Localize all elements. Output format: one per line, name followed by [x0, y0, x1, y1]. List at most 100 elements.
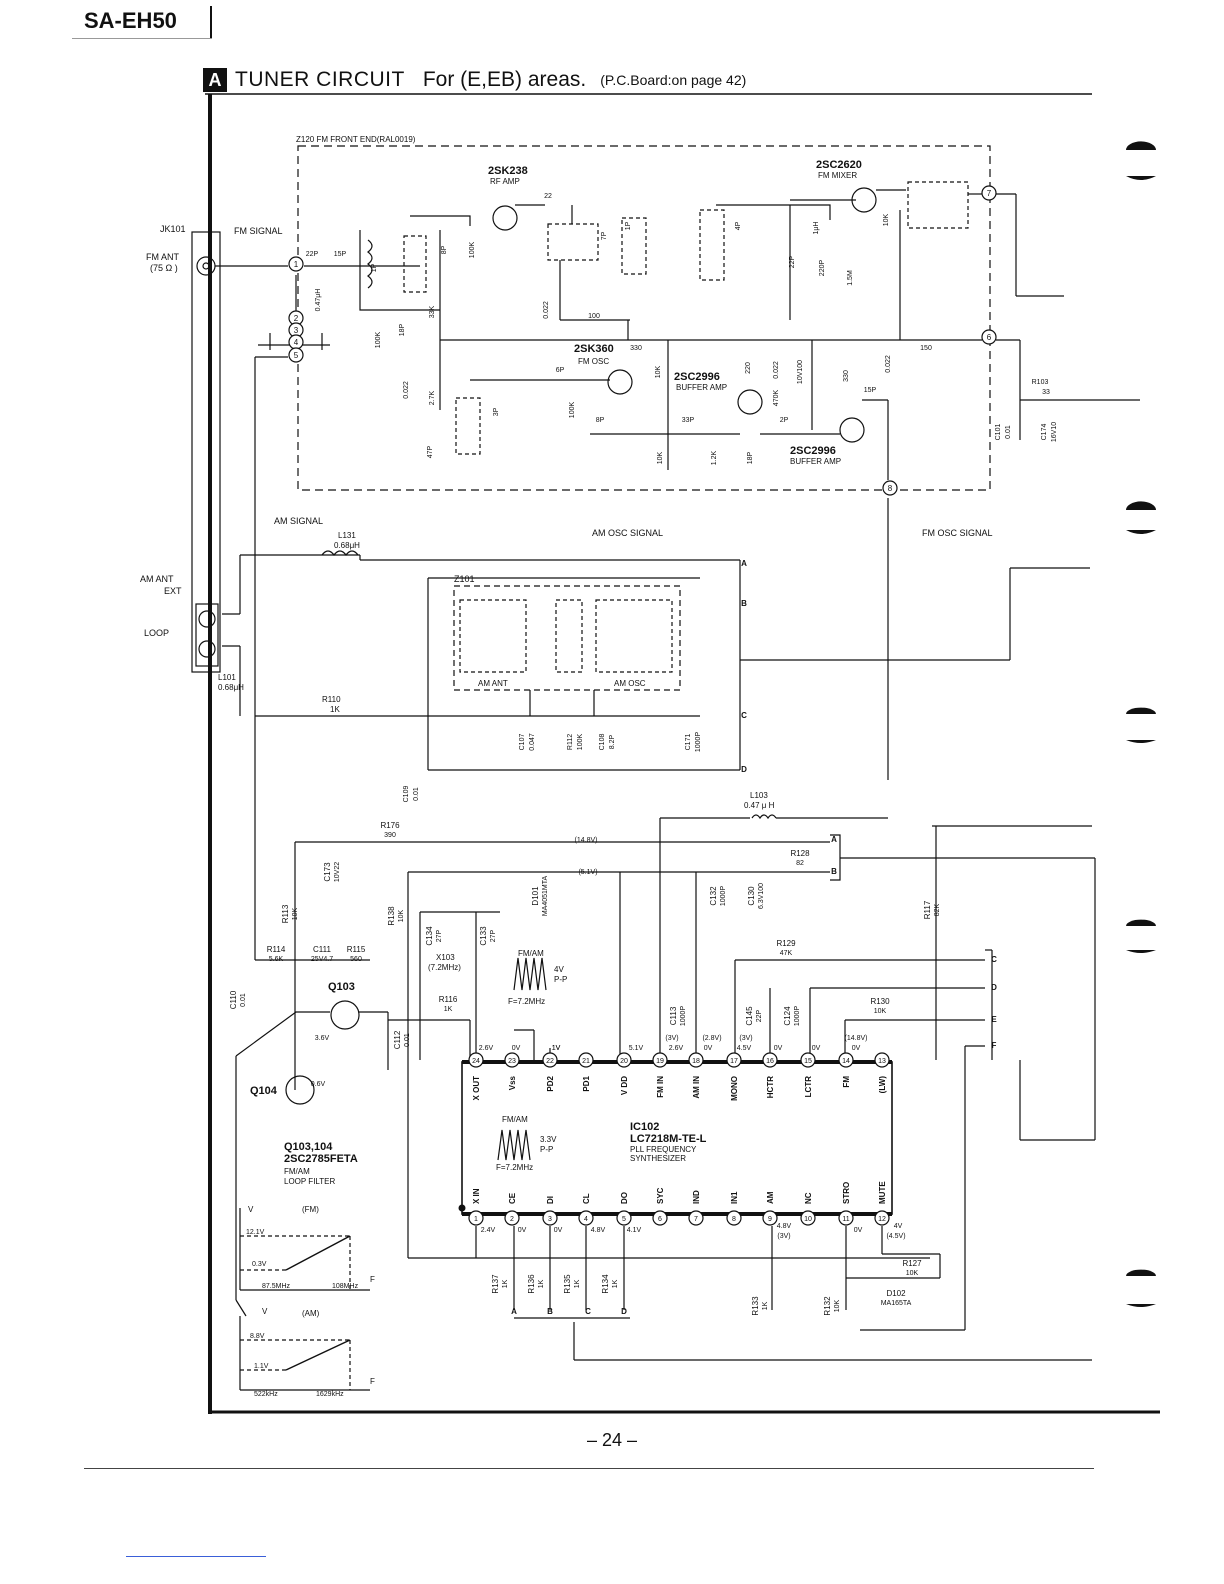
voltage-label: 4.8V	[777, 1223, 792, 1230]
part-value: 10K	[398, 909, 405, 922]
component-value: R103	[1032, 379, 1049, 386]
wave2-label: FM/AM	[502, 1115, 528, 1124]
component-value: 8P	[596, 417, 605, 424]
component-value: 0.47μH	[315, 289, 322, 312]
ic-bottom-pin-number: 3	[548, 1216, 552, 1223]
component-value: C101	[995, 424, 1002, 441]
rf-amp-part: 2SK238	[488, 165, 528, 177]
ic-label: IC102	[630, 1121, 659, 1133]
ic-bottom-pin-circle	[504, 1210, 520, 1226]
wave1-value: 4V	[554, 965, 564, 974]
voltage-label: 0V	[512, 1045, 521, 1052]
q103-label: Q103	[328, 981, 355, 993]
fm-pin-number: 5	[294, 351, 299, 360]
component-value: 1.5M	[847, 270, 854, 286]
ic-top-pin-name: LCTR	[804, 1076, 813, 1098]
component-value: 330	[630, 345, 642, 352]
ic-bottom-pin-number: 2	[510, 1216, 514, 1223]
model-number: SA-EH50	[84, 8, 177, 33]
component-value: 10K	[883, 213, 890, 226]
fm-graph-f-high: 108MHz	[332, 1283, 359, 1290]
ic-bottom-pin-number: 1	[474, 1216, 478, 1223]
fm-graph-v-high: 12.1V	[246, 1229, 265, 1236]
voltage-label: 3.6V	[315, 1035, 330, 1042]
component-value: 1.2K	[711, 450, 718, 465]
ic-top-pin-circle	[688, 1052, 704, 1068]
ic-bottom-pin-circle	[468, 1210, 484, 1226]
am-graph-f-high: 1629kHz	[316, 1391, 344, 1398]
part-ref: C112	[393, 1030, 402, 1049]
loop-label: LOOP	[144, 628, 169, 638]
component-value: 15P	[864, 387, 877, 394]
part-ref: R176	[380, 821, 400, 830]
part-ref: R128	[790, 849, 810, 858]
ic-top-pin-number: 22	[546, 1058, 554, 1065]
part-ref: R132	[823, 1296, 832, 1316]
part-value: 1K	[502, 1279, 509, 1288]
buffer2-part: 2SC2996	[790, 445, 836, 457]
ic-top-pin-name: MONO	[730, 1076, 739, 1101]
ic-bottom-pin-name: DI	[546, 1196, 555, 1204]
component-value: 8P	[441, 245, 448, 254]
voltage-label: (3V)	[665, 1035, 678, 1042]
component-value: 0.022	[773, 361, 780, 379]
wave1-pp: P-P	[554, 975, 567, 984]
connector-letter: F	[992, 1041, 997, 1050]
fm-pin-circle	[882, 480, 898, 496]
ic-bottom-pin-name: IND	[692, 1190, 701, 1204]
fm-graph-v-low: 0.3V	[252, 1261, 267, 1268]
am-graph-axis-x: F	[370, 1377, 375, 1386]
ic-top-pin-number: 16	[766, 1058, 774, 1065]
ic-top-pin-circle	[542, 1052, 558, 1068]
component-value: 1μH	[813, 222, 820, 235]
part-ref: R135	[563, 1274, 572, 1294]
rf-amp-role: RF AMP	[490, 177, 520, 186]
am-osc-signal-label: AM OSC SIGNAL	[592, 528, 663, 538]
connector-letter: A	[741, 559, 747, 568]
component-value: 18P	[747, 451, 754, 464]
component-value: 47P	[427, 445, 434, 458]
fm-pin-number: 7	[987, 189, 992, 198]
fm-pin-circle	[981, 329, 997, 345]
ic-bottom-pin-name: NC	[804, 1192, 813, 1204]
fm-pin-number: 4	[294, 338, 299, 347]
ic-top-pin-circle	[578, 1052, 594, 1068]
model-divider	[210, 6, 212, 38]
ic-bottom-pin-name: SYC	[656, 1187, 665, 1204]
component-value: 0.022	[885, 355, 892, 373]
part-value: 82	[796, 860, 804, 867]
part-ref: R136	[527, 1274, 536, 1294]
page-number: – 24 –	[586, 1430, 638, 1450]
ic-bottom-pin-name: IN1	[730, 1191, 739, 1204]
q104-label: Q104	[250, 1085, 278, 1097]
connector-letter: C	[585, 1307, 591, 1316]
wave2-freq: F=7.2MHz	[496, 1163, 533, 1172]
part-value: 1K	[574, 1279, 581, 1288]
component-value: C174	[1041, 424, 1048, 441]
ic-top-pin-name: FM IN	[656, 1076, 665, 1098]
ic-top-pin-name: PD1	[582, 1075, 591, 1091]
loop-filter-desc1: FM/AM	[284, 1167, 310, 1176]
ic-top-pin-circle	[762, 1052, 778, 1068]
component-value: 470K	[773, 390, 780, 407]
component-value: 1P	[371, 263, 378, 272]
part-ref: R117	[923, 900, 932, 919]
ic-top-pin-name: X OUT	[472, 1076, 481, 1101]
model-underline	[72, 38, 212, 39]
voltage-label: 1V	[552, 1045, 561, 1052]
voltage-label: 0V	[854, 1227, 863, 1234]
fm-front-end-title: Z120 FM FRONT END(RAL0019)	[296, 135, 416, 144]
fm-graph-axis-x: F	[370, 1275, 375, 1284]
voltage-label: 4V	[894, 1223, 903, 1230]
board-reference: (P.C.Board:on page 42)	[600, 72, 747, 88]
part-ref: C110	[229, 990, 238, 1009]
pin1-dot	[458, 1204, 466, 1212]
ic-bottom-pin-number: 5	[622, 1216, 626, 1223]
fm-pin-number: 1	[294, 260, 299, 269]
ic-bottom-pin-circle	[542, 1210, 558, 1226]
am-ant-block-label: AM ANT	[478, 679, 508, 688]
part-ref: R138	[387, 906, 396, 926]
l103-value: 0.47 μ H	[744, 801, 775, 810]
